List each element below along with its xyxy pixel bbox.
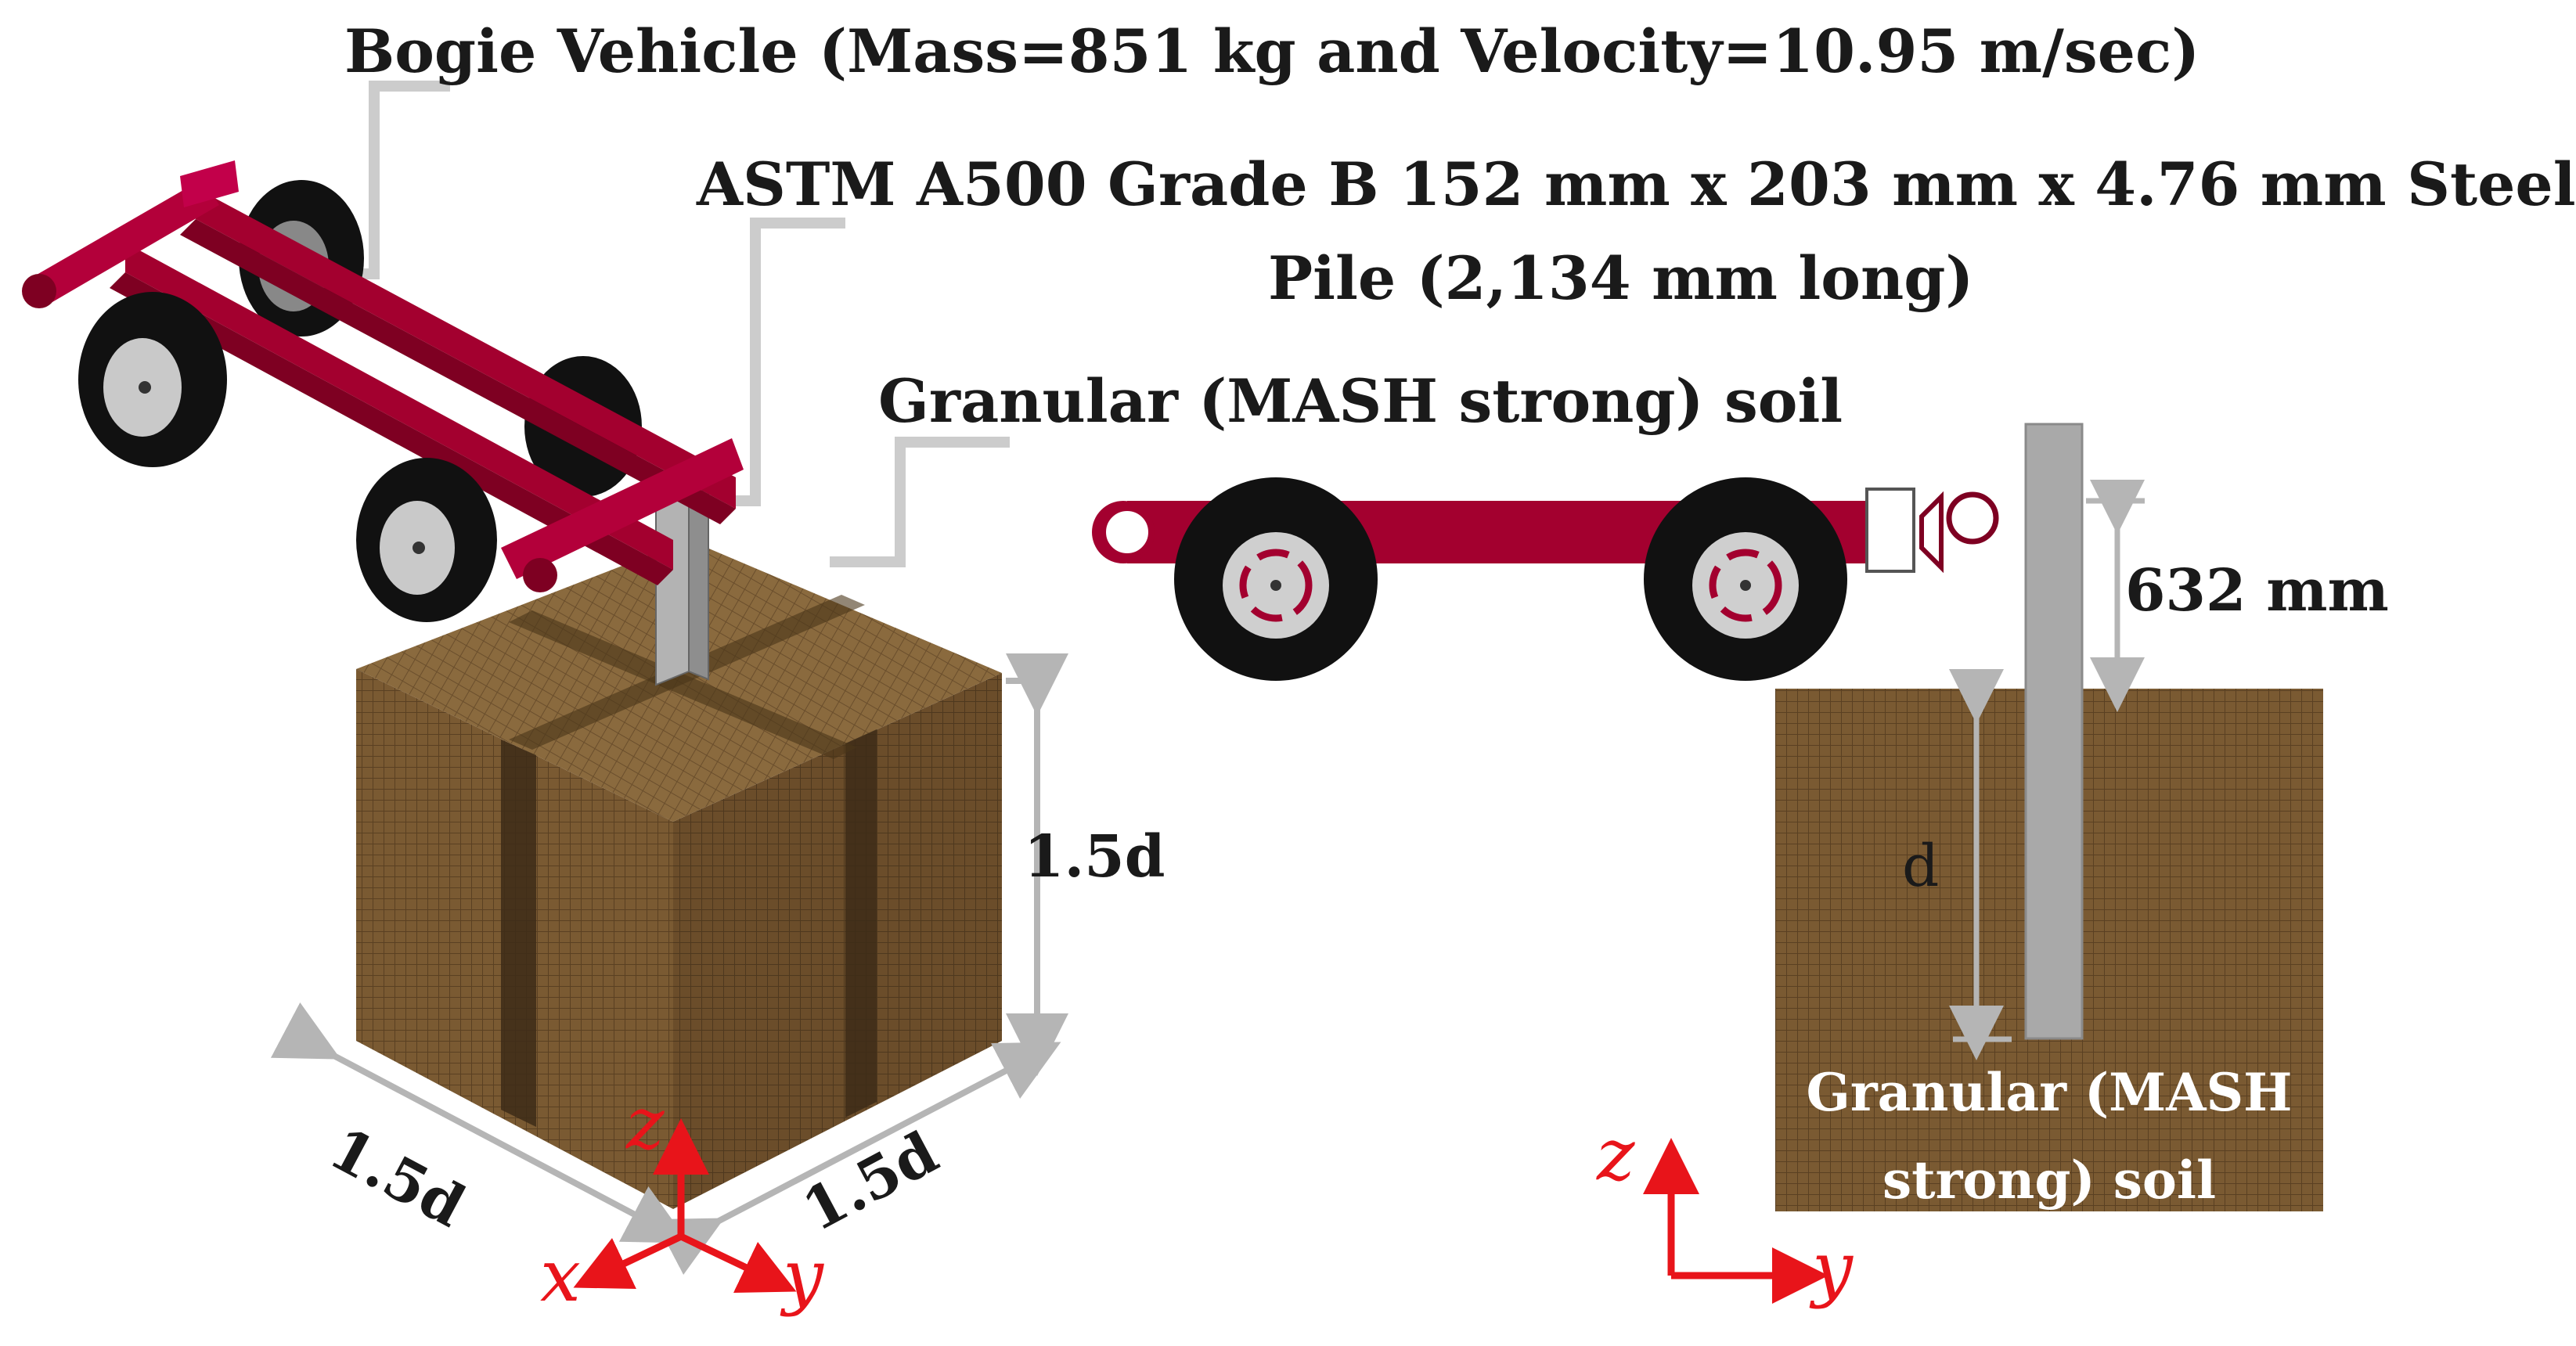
bogie-iso [22,160,744,622]
wheel [1644,477,1847,681]
dim-stickup-label: 632 mm [2125,557,2389,624]
bogie-side [1092,477,1999,681]
pile-label-line2: Pile (2,134 mm long) [1268,243,1974,313]
side-axis-y-label: y [1812,1226,1853,1310]
leader-soil [830,437,1010,567]
wheel [1174,477,1378,681]
pile-label-line1: ASTM A500 Grade B 152 mm x 203 mm x 4.76… [697,149,2576,219]
iso-dimensions [270,653,1068,1275]
soil-band [845,729,877,1117]
dim-height-label: 1.5d [1024,823,1166,891]
wheel [356,458,497,622]
soil-side-label: Granular (MASH strong) soil [1775,1049,2323,1224]
dim-embed-label: d [1902,833,1940,900]
iso-axis-x-label: x [540,1234,581,1318]
soil-band [501,740,536,1127]
iso-axis-z-label: z [626,1081,665,1165]
bogie-label: Bogie Vehicle (Mass=851 kg and Velocity=… [344,16,2200,86]
side-axis-z-label: z [1597,1113,1635,1197]
soil-side-label-line2: strong) soil [1882,1150,2217,1211]
side-impact-head [1919,491,1944,574]
steel-pile-side [2024,423,2084,1040]
iso-axes [573,1118,797,1293]
side-axes [1643,1138,1828,1304]
soil-side-label-line1: Granular (MASH [1806,1062,2293,1123]
soil-top-band [509,610,857,759]
dim-left-width-line [270,1002,690,1243]
iso-axis-y-label: y [783,1234,823,1318]
diagram-svg [22,81,2323,1304]
wheel [78,292,227,467]
soil-top-label: Granular (MASH strong) soil [878,366,1843,436]
diagram-canvas: Bogie Vehicle (Mass=851 kg and Velocity=… [22,16,2576,1318]
side-dimensions [1949,480,2145,1060]
dim-right-width-line [654,1042,1061,1275]
side-bumper [1865,488,1915,573]
